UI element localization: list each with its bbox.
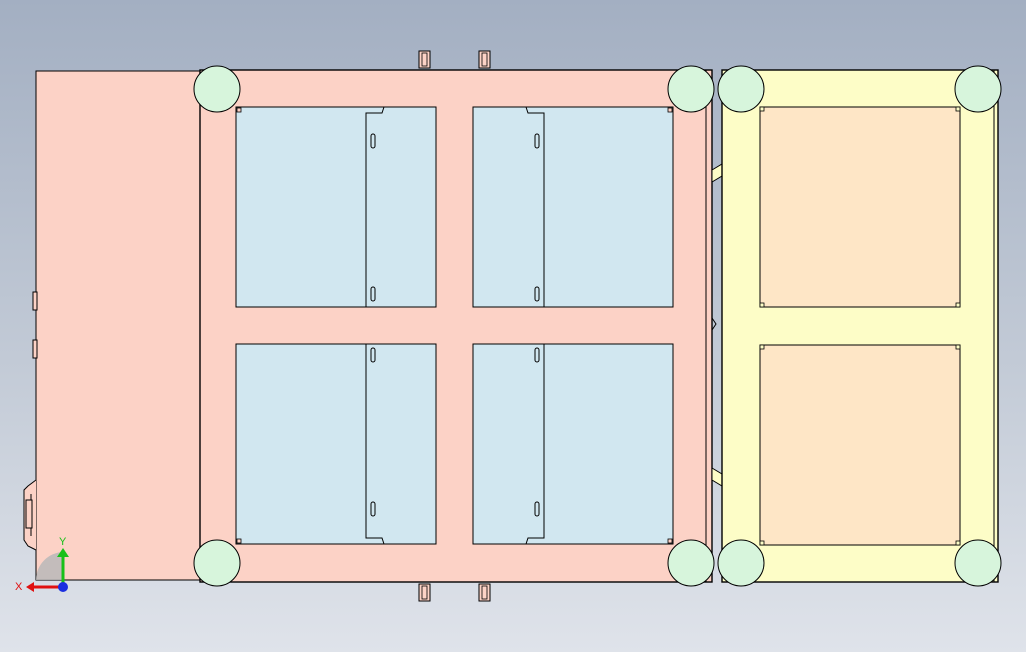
handle-slot — [25, 499, 33, 529]
y-axis-arrowhead — [57, 548, 69, 557]
z-axis-dot — [58, 582, 68, 592]
main-panel-top-right[interactable] — [472, 106, 674, 308]
coordinate-triad: Y X — [15, 536, 69, 593]
left-edge-tab — [32, 339, 38, 359]
main-panel-top-left[interactable] — [235, 106, 437, 308]
left-edge-tab — [32, 291, 38, 311]
caster-wheel[interactable] — [667, 539, 715, 587]
corner-marks — [759, 106, 961, 546]
top-tab[interactable] — [478, 50, 491, 69]
caster-wheel[interactable] — [717, 65, 765, 113]
caster-wheel[interactable] — [193, 539, 241, 587]
bottom-tab[interactable] — [478, 583, 491, 602]
y-axis-label: Y — [59, 536, 67, 548]
top-tab[interactable] — [418, 50, 431, 69]
frame-connector[interactable] — [711, 163, 723, 487]
caster-wheel[interactable] — [193, 65, 241, 113]
left-extension-plate[interactable] — [35, 70, 203, 581]
side-panel-top[interactable] — [759, 106, 961, 308]
side-frame-assembly[interactable] — [721, 69, 999, 583]
x-axis-label: X — [15, 581, 23, 593]
side-panel-bottom[interactable] — [759, 344, 961, 546]
caster-wheel[interactable] — [667, 65, 715, 113]
main-frame-assembly[interactable] — [23, 50, 713, 602]
caster-wheel[interactable] — [717, 539, 765, 587]
main-panel-bottom-right[interactable] — [472, 343, 674, 545]
x-axis-arrowhead — [26, 582, 34, 592]
triad-shadow — [36, 552, 64, 580]
caster-wheels[interactable] — [193, 65, 1002, 587]
caster-wheel[interactable] — [954, 65, 1002, 113]
main-panel-bottom-left[interactable] — [235, 343, 437, 545]
caster-wheel[interactable] — [954, 539, 1002, 587]
bottom-tab[interactable] — [418, 583, 431, 602]
corner-marks — [236, 107, 673, 544]
